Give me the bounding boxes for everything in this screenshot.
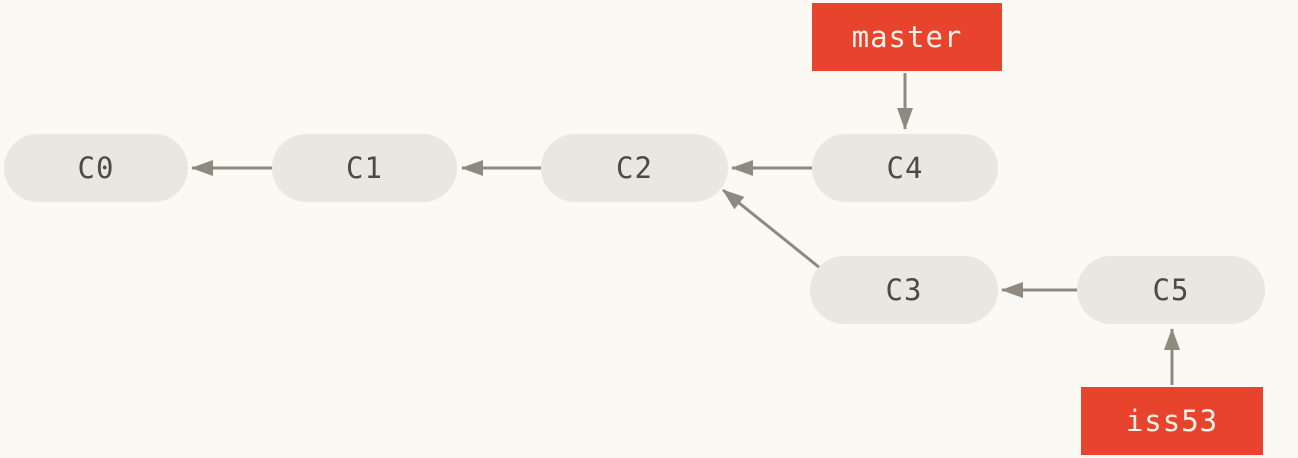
commit-node-c4: C4 — [812, 134, 998, 202]
commit-node-c3: C3 — [810, 256, 998, 324]
commit-label: C1 — [346, 151, 383, 185]
commit-node-c0: C0 — [4, 134, 188, 202]
commit-label: C0 — [77, 151, 115, 185]
commit-label: C3 — [885, 273, 923, 307]
commit-node-c5: C5 — [1077, 256, 1265, 324]
commit-label: C4 — [886, 151, 924, 185]
commit-node-c2: C2 — [541, 134, 728, 202]
branch-label-iss53-text: iss53 — [1125, 404, 1219, 438]
edge-c3-to-c2 — [722, 188, 821, 270]
branch-label-iss53: iss53 — [1081, 387, 1263, 455]
branch-label-master: master — [812, 3, 1002, 71]
commit-label: C2 — [616, 151, 653, 185]
branch-label-master-text: master — [851, 20, 963, 54]
commit-label: C5 — [1152, 273, 1190, 307]
commit-node-c1: C1 — [272, 134, 457, 202]
